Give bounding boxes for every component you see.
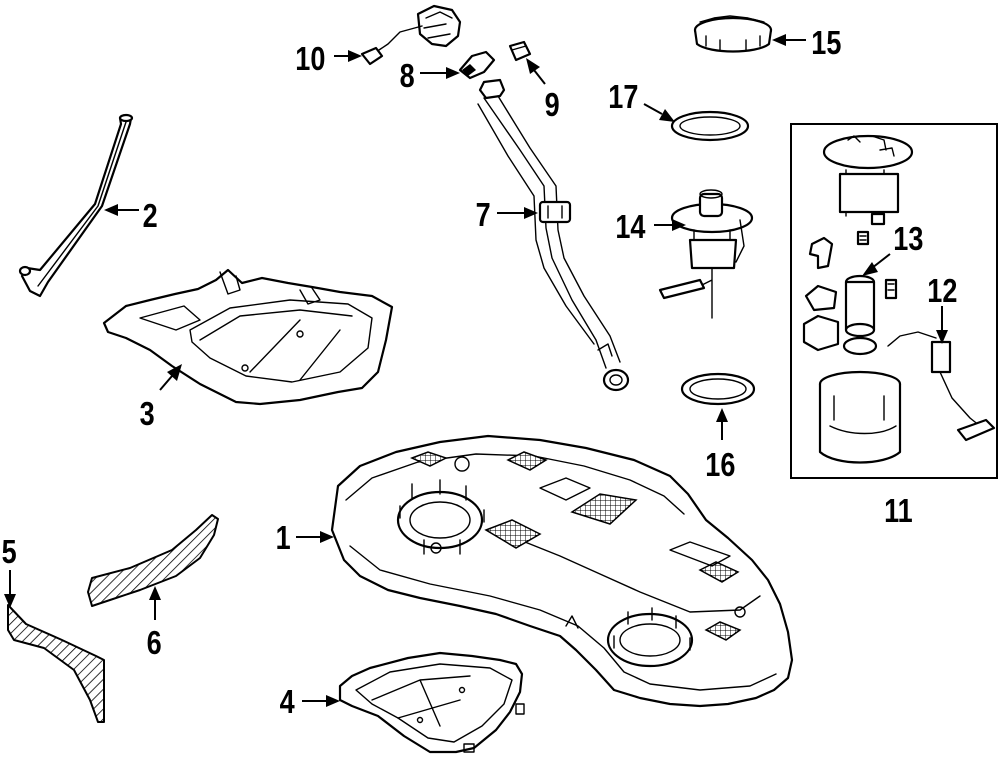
part-16-gasket [680,372,756,406]
part-14-sub-tank-sender [658,189,754,319]
part-9-clip [508,40,532,62]
callout-2: 2 [143,199,158,235]
callout-9: 9 [545,88,560,124]
callout-12: 12 [927,274,957,310]
callout-13: 13 [893,222,923,258]
callout-3: 3 [140,397,155,433]
part-8-bracket [458,50,496,80]
part-3-heat-insulator [102,268,394,406]
callout-5: 5 [2,535,17,571]
callout-11: 11 [884,494,913,530]
part-7-filler-pipe [477,78,630,392]
part-10-filler-cap [360,4,462,66]
part-2-tank-strap [18,113,134,298]
part-5-side-panel [7,604,105,723]
callout-7: 7 [476,198,491,234]
part-4-lower-cover [338,651,525,754]
part-11-fuel-pump-assembly [790,123,998,479]
callout-labels: 1 2 3 4 5 6 7 8 9 10 11 12 13 14 15 16 1… [2,26,958,721]
callout-1: 1 [276,521,291,557]
callout-16: 16 [705,448,735,484]
callout-17: 17 [608,80,638,116]
callout-10: 10 [295,42,325,78]
part-1-fuel-tank [330,434,794,708]
callout-8: 8 [400,59,415,95]
callout-14: 14 [615,210,645,246]
part-6-protector-strip [87,514,219,607]
callout-6: 6 [147,626,162,662]
leader-lines [4,34,948,707]
part-17-gasket [670,110,750,142]
callout-15: 15 [811,26,841,62]
part-15-lock-ring [693,15,773,53]
callout-4: 4 [280,685,295,721]
